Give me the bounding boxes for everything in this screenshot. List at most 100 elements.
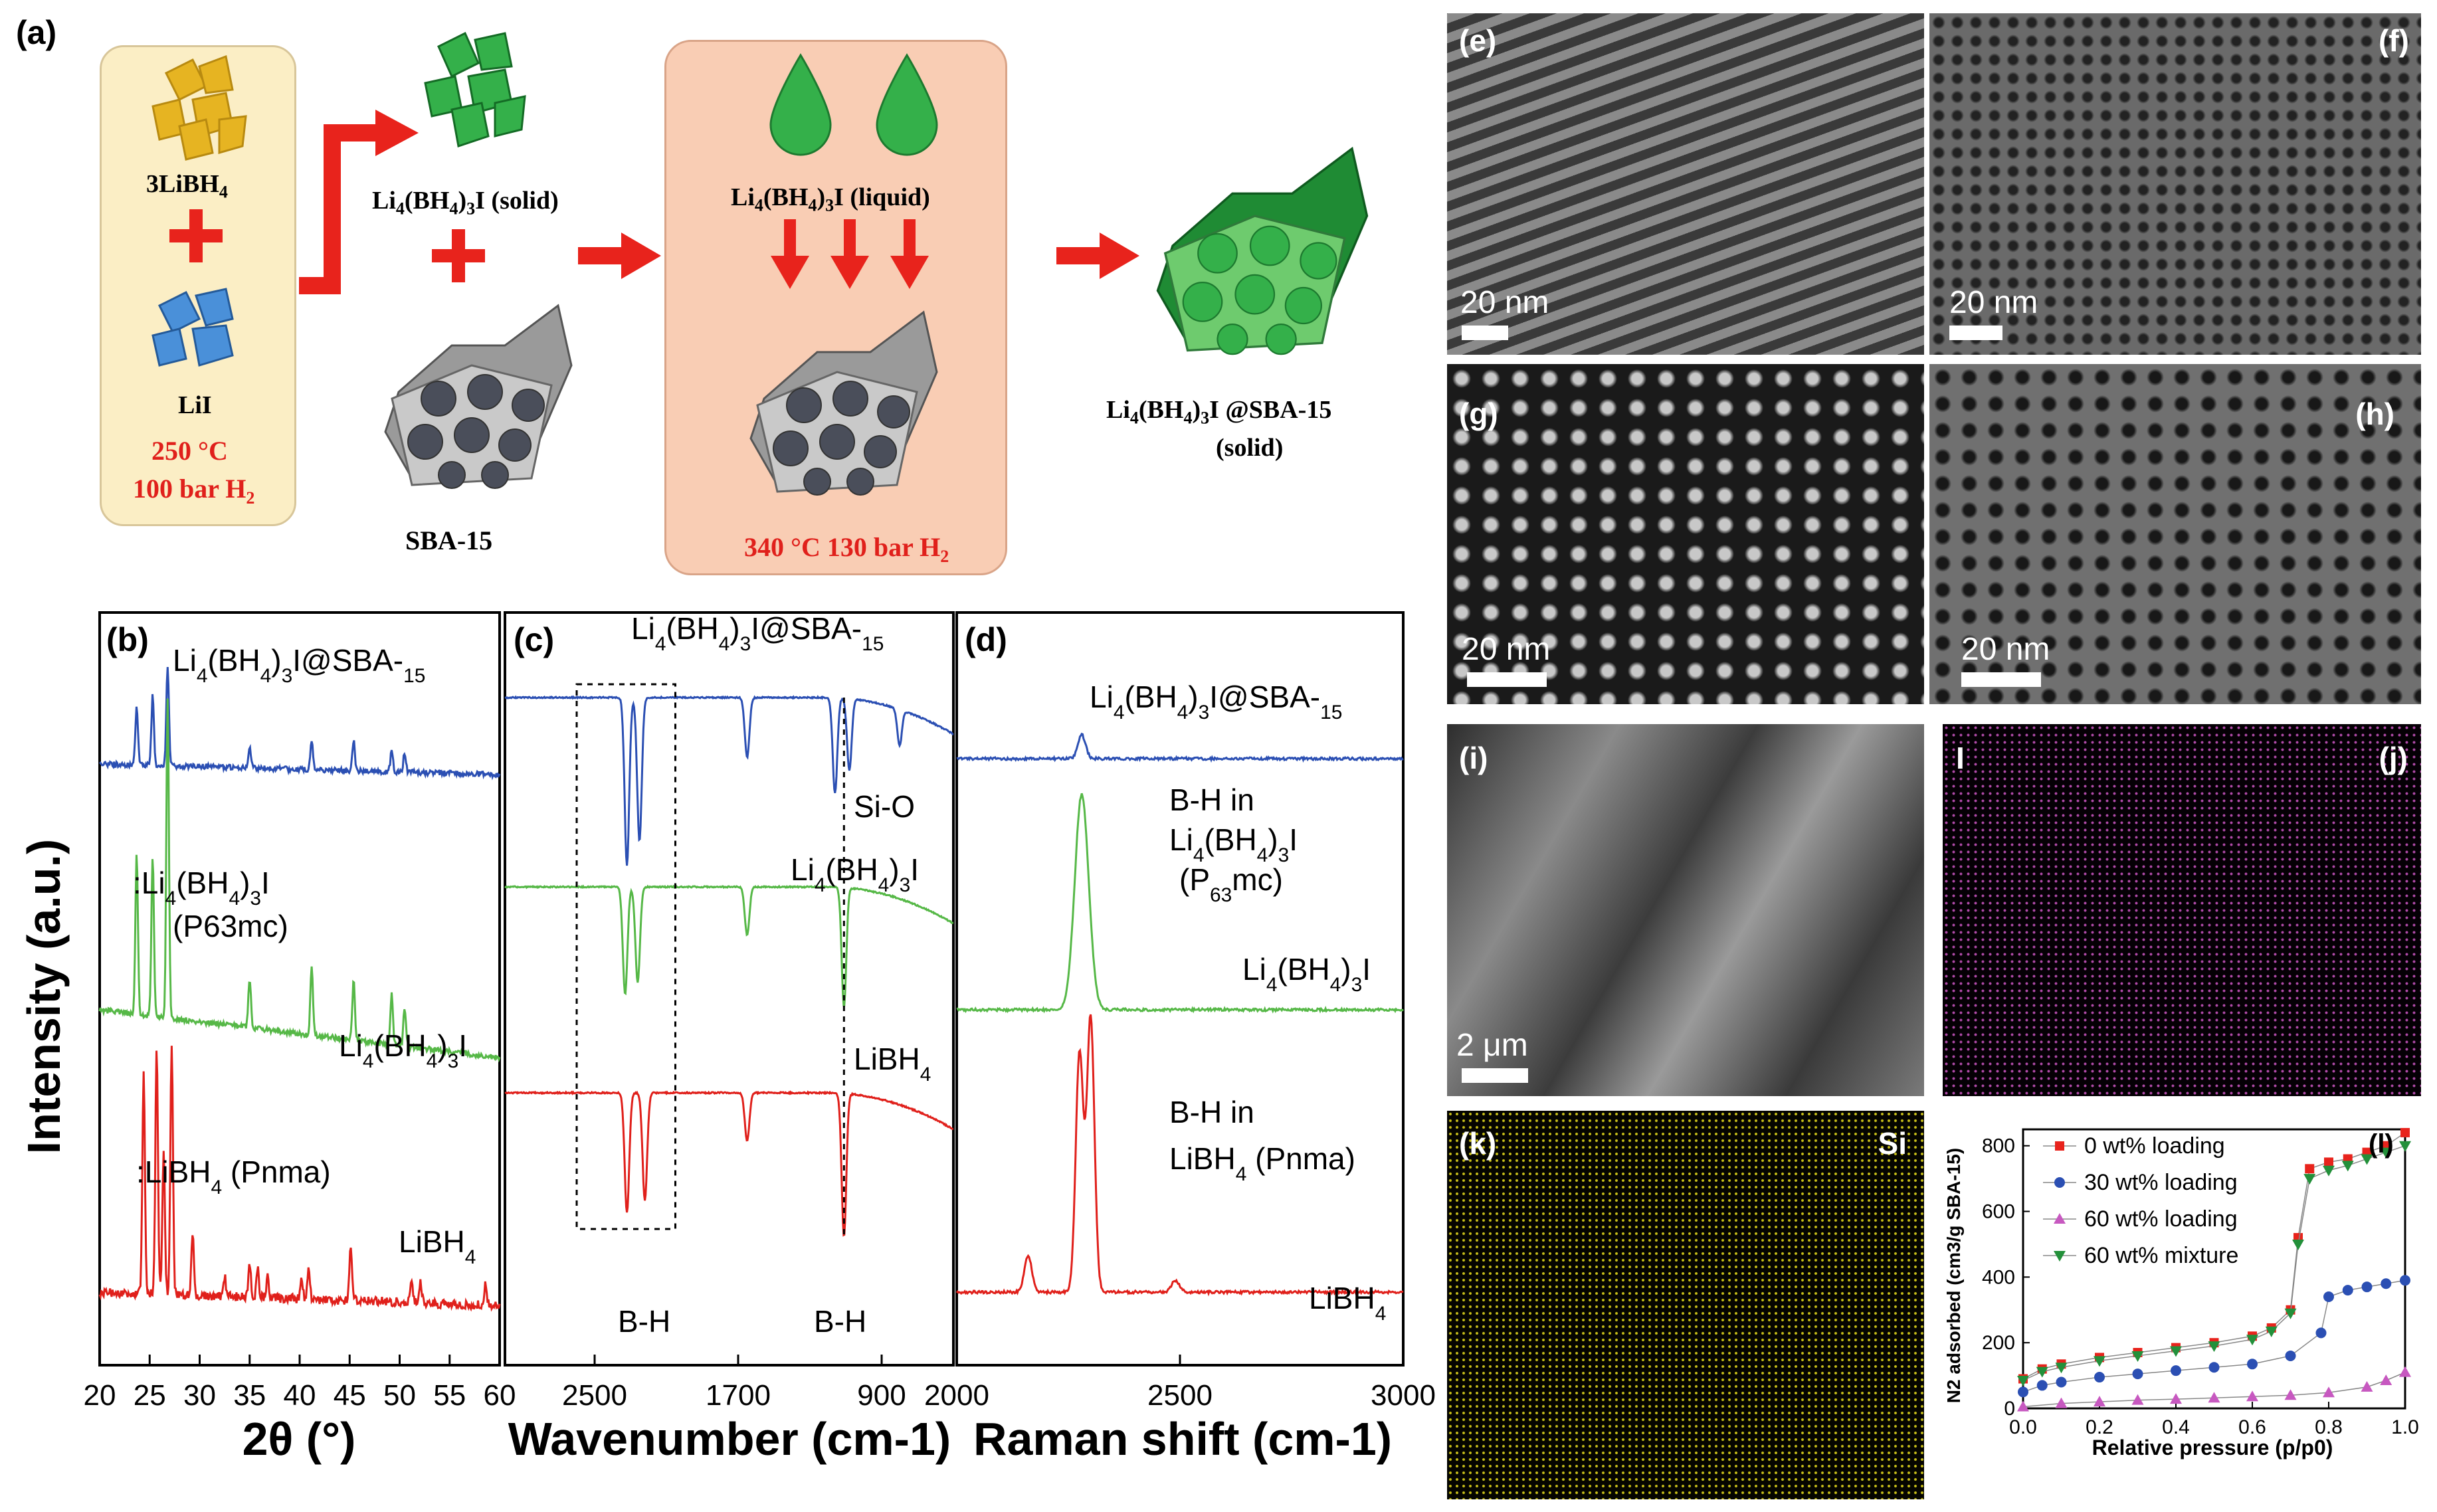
legend-label-l: 60 wt% loading [2084,1206,2238,1232]
marker-l-triangle-up [2170,1393,2182,1404]
tick-label-l-y: 400 [1982,1266,2015,1288]
tick-label-l-x: 0.8 [2315,1416,2343,1438]
marker-l-triangle-down [2208,1341,2220,1353]
label-c-top-part: (BH [666,611,718,646]
label-d-top-part: (BH [1124,680,1177,714]
label-c-si-o: Si-O [854,789,915,824]
tick-label-l-x-part: 0 [2315,1416,2326,1438]
tick-label-l-y: 0 [2004,1398,2015,1420]
label-d-ann1a-part: B-H in [1169,783,1254,817]
xlabel-b: 2θ (°) [243,1413,356,1465]
legend-marker-l [2054,1251,2066,1262]
label-b-top-part: Li [173,643,197,678]
lq-s1: 4 [754,195,763,215]
arrow-icon [299,110,419,294]
cond2-text: 340 °C 130 bar H [744,532,941,562]
label-d-mid-part: 4 [1330,974,1341,996]
label-d-ann1b-part: I [1289,822,1298,857]
cond2-sub: 2 [940,547,949,566]
marker-l-triangle-down [2246,1335,2258,1346]
label-c-low-part: 4 [920,1064,931,1086]
marker-l-triangle-down [2361,1154,2373,1165]
tem-image-f: (f) 20 nm [1929,13,2421,355]
sp-mid2: ) [458,187,467,215]
frame-l [2022,1128,2406,1410]
label-b-mid-part: (BH [373,1028,426,1063]
label-c-bh1-part: B-H [618,1304,670,1339]
xlabel-c-part: 1 [910,1413,935,1465]
series-d-0 [956,732,1404,763]
ylabel-l-part: ) [1943,1148,1964,1154]
label-d-ann1b: Li4(BH4)3I [1169,822,1298,866]
sba15-structure-icon-2 [749,310,938,496]
tick-label-b: 55 [433,1379,466,1412]
tick-label-b: 40 [284,1379,316,1412]
ylabel-l-part: N [1943,1390,1964,1403]
legend-marker-l [2054,1213,2066,1224]
lii-crystal-icon [151,288,234,367]
scale-text-f: 20 nm [1949,285,2038,320]
legend-label-l: 60 wt% mixture [2084,1243,2238,1268]
label-b-mid-part: 4 [427,1050,438,1072]
tick-label-l-x: 1.0 [2391,1416,2419,1438]
label-b-legend1-part: :Li [133,866,165,900]
label-b-legend2-part: 4 [211,1177,222,1198]
tick-label-l-y: 600 [1982,1201,2015,1223]
arrow-icon-2 [578,233,661,279]
xlabel-d-part: Raman shift (cm- [973,1413,1351,1465]
sp-s2: 4 [449,199,458,219]
label-d-ann1b-part: ) [1268,822,1278,857]
tick-label-b-part: 60 [484,1379,516,1412]
fp-s1: 4 [1129,408,1139,428]
tick-label-b: 45 [334,1379,366,1412]
final-product-state: (solid) [1216,434,1284,462]
marker-l-triangle-up [2017,1400,2029,1412]
marker-l-triangle-up [2361,1380,2373,1392]
marker-l-circle [2036,1380,2048,1391]
label-c-si-o-part: Si-O [854,789,915,824]
label-b-top-part: 4 [197,665,208,687]
label-d-mid-part: ) [1341,952,1351,987]
panel-label-b-part: (b) [106,621,149,658]
marker-l-triangle-down [2292,1239,2304,1250]
label-b-mid: Li4(BH4)3I [339,1028,467,1072]
label-b-legend2-part: :LiBH [136,1155,211,1189]
tick-label-l-x: 0.6 [2238,1416,2266,1438]
label-d-top-part: Li [1090,680,1114,714]
condition1-temp: 250 °C [151,436,228,466]
xlabel-d-part: ) [1377,1413,1392,1465]
tick-label-b: 50 [383,1379,416,1412]
tick-label-l-x-part: 4 [2179,1416,2190,1438]
marker-l-triangle-up [2399,1366,2411,1377]
label-b-legend1-part: 4 [229,888,240,909]
label-d-top-part: 4 [1114,702,1125,723]
reactant1-label: 3LiBH4 [146,169,228,203]
panel-label-d: (d) [965,621,1007,658]
marker-l-circle [2094,1372,2105,1383]
label-b-mid-part: 4 [363,1050,374,1072]
label-c-top-part: ) [730,611,739,646]
marker-l-triangle-up [2094,1396,2105,1407]
label-c-mid-part: I [910,852,919,887]
label-b-top-part: I@SBA- [292,643,403,678]
solid-crystal-icon [424,31,526,147]
label-b-legend1-part: I [261,866,270,900]
tick-label-l-y-part: 400 [1982,1266,2015,1288]
marker-l-triangle-down [2055,1363,2068,1374]
fp-s3: 3 [1201,408,1210,428]
scale-text-i: 2 μm [1456,1028,1528,1063]
marker-l-circle [2381,1278,2392,1289]
series-b-2 [98,1046,501,1312]
marker-l-triangle-down [2380,1147,2392,1159]
panel-label-l: (l) [2369,1129,2394,1159]
label-b-legend1b-part: (P [173,909,203,943]
tick-label-b: 60 [484,1379,516,1412]
label-b-legend1-part: ) [240,866,250,900]
legend-label-l-part: 60 [2084,1206,2109,1232]
marker-l-triangle-down [2303,1174,2316,1185]
fp-post: I @SBA-15 [1209,396,1332,424]
label-d-ann1c: (P63mc) [1179,862,1283,906]
tick-label-l-x-part: 1 [2391,1416,2402,1438]
tick-label-b-part: 55 [433,1379,466,1412]
label-d-ann1c-part: (P [1179,862,1210,897]
